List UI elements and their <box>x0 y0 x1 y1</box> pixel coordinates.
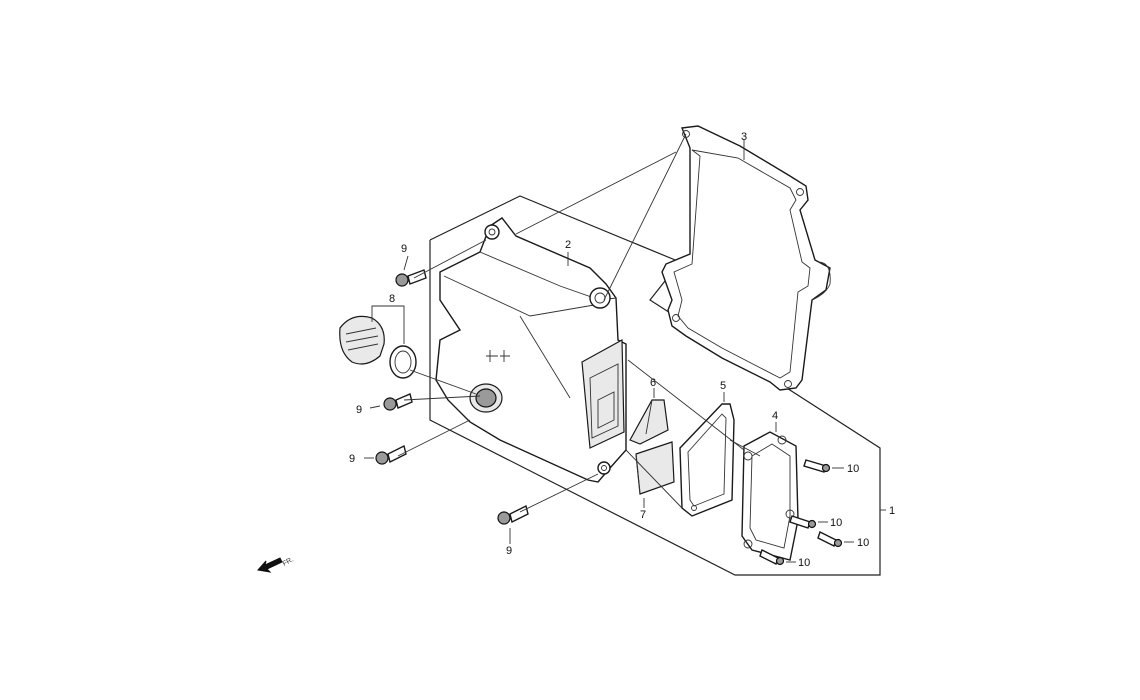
callout-1: 1 <box>889 505 895 517</box>
bolt-10-right <box>817 531 843 548</box>
callout-8: 8 <box>389 293 395 305</box>
arrow-left-down-icon <box>257 557 283 573</box>
bolt-10-top <box>803 459 831 473</box>
bolt-10-mid <box>789 515 817 529</box>
callout-10-right: 10 <box>857 537 869 549</box>
front-direction-indicator: FR. <box>257 556 295 573</box>
callout-10-bottom: 10 <box>798 557 810 569</box>
leader-lines <box>364 133 886 563</box>
bolt-9-mid <box>383 393 413 411</box>
callout-10-top: 10 <box>847 463 859 475</box>
callout-5: 5 <box>720 380 726 392</box>
breather-cover <box>741 431 799 561</box>
callout-9-top: 9 <box>401 243 407 255</box>
callout-9-lower: 9 <box>349 453 355 465</box>
sponge-filter <box>635 441 675 495</box>
callout-9-bottom: 9 <box>506 545 512 557</box>
callout-10-mid: 10 <box>830 517 842 529</box>
callout-2: 2 <box>565 239 571 251</box>
callout-4: 4 <box>772 410 778 422</box>
callout-labels: 1 2 3 4 5 6 7 8 9 9 9 9 10 10 10 10 <box>349 131 895 569</box>
bolt-9-lower <box>375 444 407 465</box>
front-label: FR. <box>282 556 295 568</box>
cover-gasket <box>661 125 831 391</box>
bolt-9-top <box>395 269 427 287</box>
callout-6: 6 <box>650 377 656 389</box>
filler-cap <box>339 315 417 379</box>
bolt-9-bottom <box>497 504 529 525</box>
baffle <box>629 399 669 445</box>
callout-3: 3 <box>741 131 747 143</box>
callout-9-mid: 9 <box>356 404 362 416</box>
callout-7: 7 <box>640 509 646 521</box>
valve-cover <box>435 217 627 483</box>
bolt-10-bottom <box>759 549 785 566</box>
